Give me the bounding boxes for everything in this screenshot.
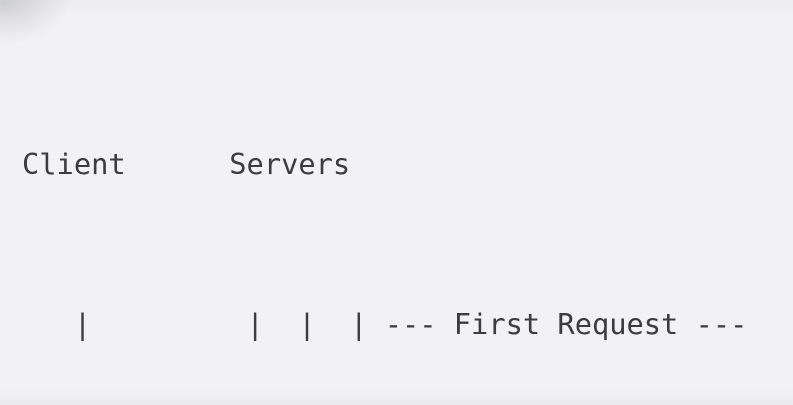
participants-header-row: Client Servers — [22, 144, 747, 184]
diagram-row-phase: | | | | --- First Request --- — [22, 304, 748, 344]
phase-header-label: --- First Request --- — [384, 307, 748, 341]
column-gap — [126, 147, 230, 181]
ascii-sequence-diagram: Client Servers | | | | --- First Request… — [22, 24, 747, 405]
lifelines-art: | | | | — [22, 307, 385, 341]
client-column-label: Client — [22, 147, 126, 181]
servers-column-label: Servers — [229, 147, 351, 181]
